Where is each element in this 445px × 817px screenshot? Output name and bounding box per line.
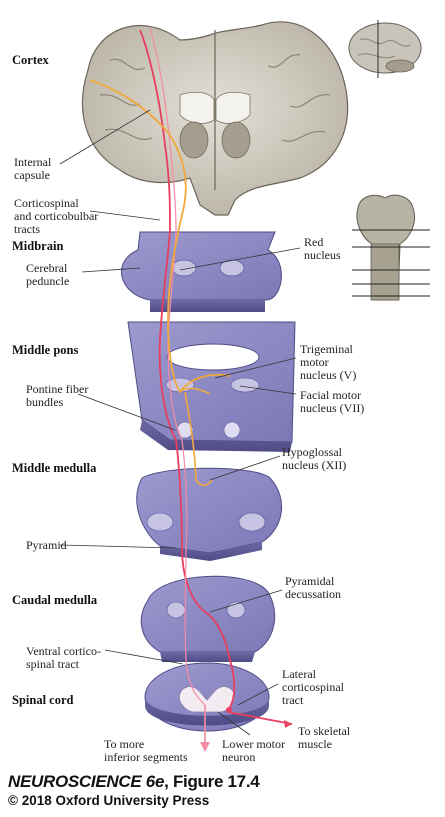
label-to-skeletal-muscle: To skeletal muscle: [298, 724, 351, 751]
brain-inset-icon: [348, 20, 422, 78]
credit-book-title: NEUROSCIENCE 6e: [8, 772, 165, 791]
label-lower-motor-neuron: Lower motor neuron: [222, 737, 285, 764]
label-corticospinal-corticobulbar: Corticospinal and corticobulbar tracts: [14, 196, 99, 236]
label-lateral-corticospinal-tract: Lateral corticospinal tract: [282, 667, 344, 707]
midbrain-section: [120, 231, 282, 312]
corticospinal-tract: [139, 27, 293, 752]
label-hypoglossal-nucleus: Hypoglossal nucleus (XII): [282, 445, 347, 472]
label-red-nucleus: Red nucleus: [304, 235, 341, 262]
label-internal-capsule: Internal capsule: [14, 155, 52, 182]
label-pyramidal-decussation: Pyramidal decussation: [285, 574, 341, 601]
spinal-cord-section: [144, 662, 270, 732]
credit-title-line: NEUROSCIENCE 6e, Figure 17.4: [8, 772, 260, 792]
label-spinal-cord: Spinal cord: [12, 693, 74, 707]
label-midbrain: Midbrain: [12, 239, 64, 253]
brainstem-inset-icon: [352, 194, 430, 301]
leader-lines: [59, 109, 301, 736]
label-cerebral-peduncle: Cerebral peduncle: [26, 261, 70, 288]
label-pontine-fiber-bundles: Pontine fiber bundles: [26, 382, 89, 409]
label-caudal-medulla: Caudal medulla: [12, 593, 98, 607]
cortex-coronal-section: [81, 21, 349, 216]
label-to-more-inferior-segments: To more inferior segments: [104, 737, 188, 764]
label-ventral-corticospinal-tract: Ventral cortico- spinal tract: [26, 644, 101, 671]
corticobulbar-tract: [89, 79, 231, 487]
label-middle-medulla: Middle medulla: [12, 461, 97, 475]
label-trigeminal-motor-nucleus: Trigeminal motor nucleus (V): [300, 342, 357, 382]
credit-figure-number: , Figure 17.4: [164, 772, 260, 791]
label-middle-pons: Middle pons: [12, 343, 79, 357]
label-facial-motor-nucleus: Facial motor nucleus (VII): [300, 388, 365, 415]
label-pyramid: Pyramid: [26, 538, 67, 552]
middle-pons-section: [127, 321, 296, 452]
credit-copyright: © 2018 Oxford University Press: [8, 793, 210, 808]
figure-credit: NEUROSCIENCE 6e, Figure 17.4 © 2018 Oxfo…: [8, 772, 260, 808]
label-cortex: Cortex: [12, 53, 49, 67]
caudal-medulla-section: [140, 575, 276, 662]
